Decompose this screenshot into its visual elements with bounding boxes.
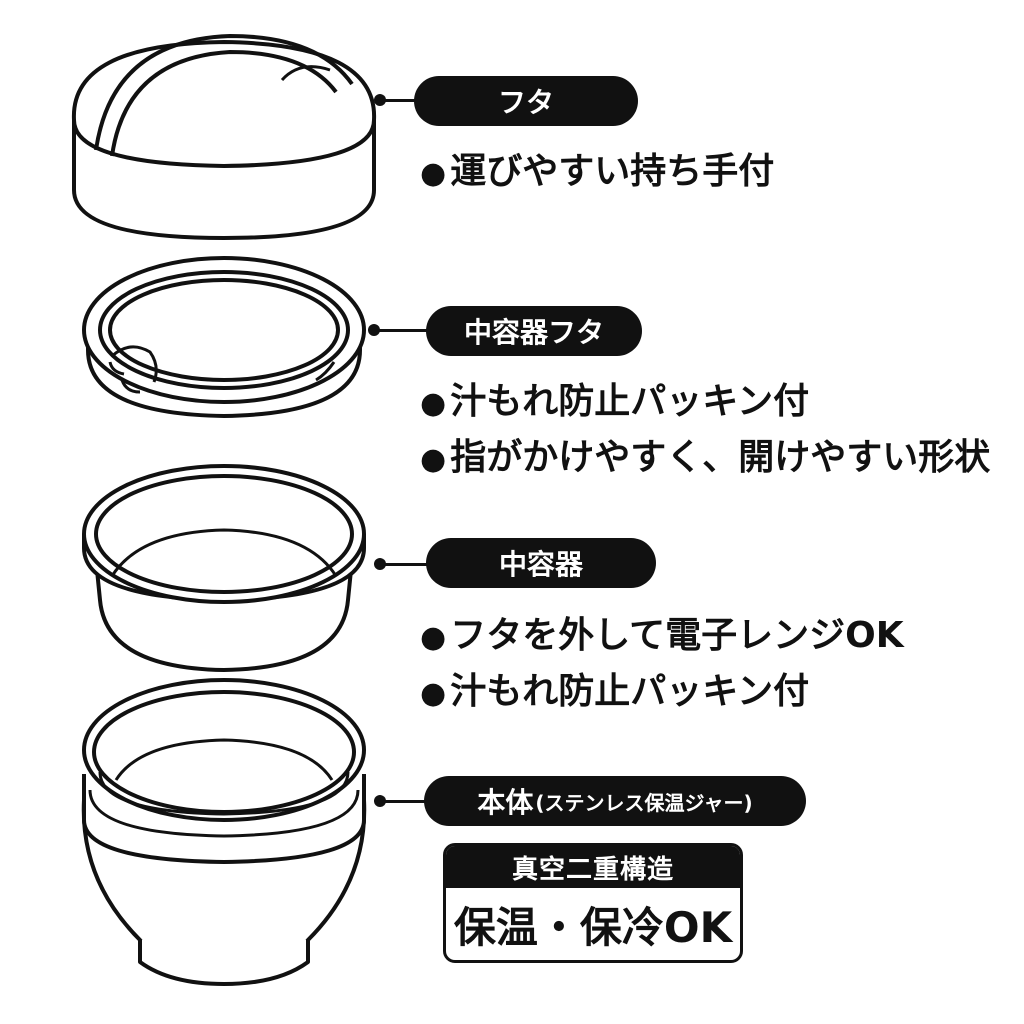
leader-dot	[374, 558, 386, 570]
feature-item: ●汁もれ防止パッキン付	[420, 372, 809, 424]
leader-line	[384, 800, 428, 803]
bullet-icon: ●	[420, 676, 447, 711]
feature-item: ●運びやすい持ち手付	[420, 142, 774, 194]
inner-lid-drawing	[82, 256, 366, 418]
part-label-lid: フタ	[414, 76, 638, 126]
leader-dot	[374, 94, 386, 106]
part-label-text: フタ	[497, 86, 554, 119]
bullet-icon: ●	[420, 442, 447, 477]
vacuum-structure-body: 保温・保冷OK	[453, 902, 733, 952]
leader-dot	[374, 795, 386, 807]
inner-container-drawing	[82, 464, 366, 672]
feature-item: ●汁もれ防止パッキン付	[420, 662, 809, 714]
part-label-inner-container: 中容器	[426, 538, 656, 588]
feature-item: ●指がかけやすく、開けやすい形状	[420, 428, 990, 480]
bullet-icon: ●	[420, 156, 447, 191]
feature-text: 指がかけやすく、開けやすい形状	[450, 437, 991, 478]
part-label-text: 本体	[477, 786, 534, 819]
bullet-icon: ●	[420, 620, 447, 655]
feature-text: フタを外して電子レンジOK	[450, 615, 904, 656]
leader-line	[378, 329, 430, 332]
vacuum-structure-title: 真空二重構造	[446, 846, 740, 888]
part-label-text: 中容器フタ	[463, 316, 604, 349]
leader-line	[384, 99, 422, 102]
leader-line	[384, 563, 430, 566]
lid-drawing	[71, 34, 377, 240]
bullet-icon: ●	[420, 386, 447, 421]
feature-text: 汁もれ防止パッキン付	[450, 381, 810, 422]
part-label-jar-body: 本体(ステンレス保温ジャー)	[424, 776, 806, 826]
vacuum-structure-box: 真空二重構造 保温・保冷OK	[443, 843, 743, 963]
jar-body-drawing	[81, 678, 367, 986]
part-label-text: 中容器	[498, 548, 583, 581]
feature-text: 運びやすい持ち手付	[450, 151, 775, 192]
part-label-inner-lid: 中容器フタ	[426, 306, 642, 356]
feature-item: ●フタを外して電子レンジOK	[420, 606, 904, 658]
feature-text: 汁もれ防止パッキン付	[450, 671, 810, 712]
part-label-subtext: (ステンレス保温ジャー)	[535, 790, 753, 815]
leader-dot	[368, 324, 380, 336]
